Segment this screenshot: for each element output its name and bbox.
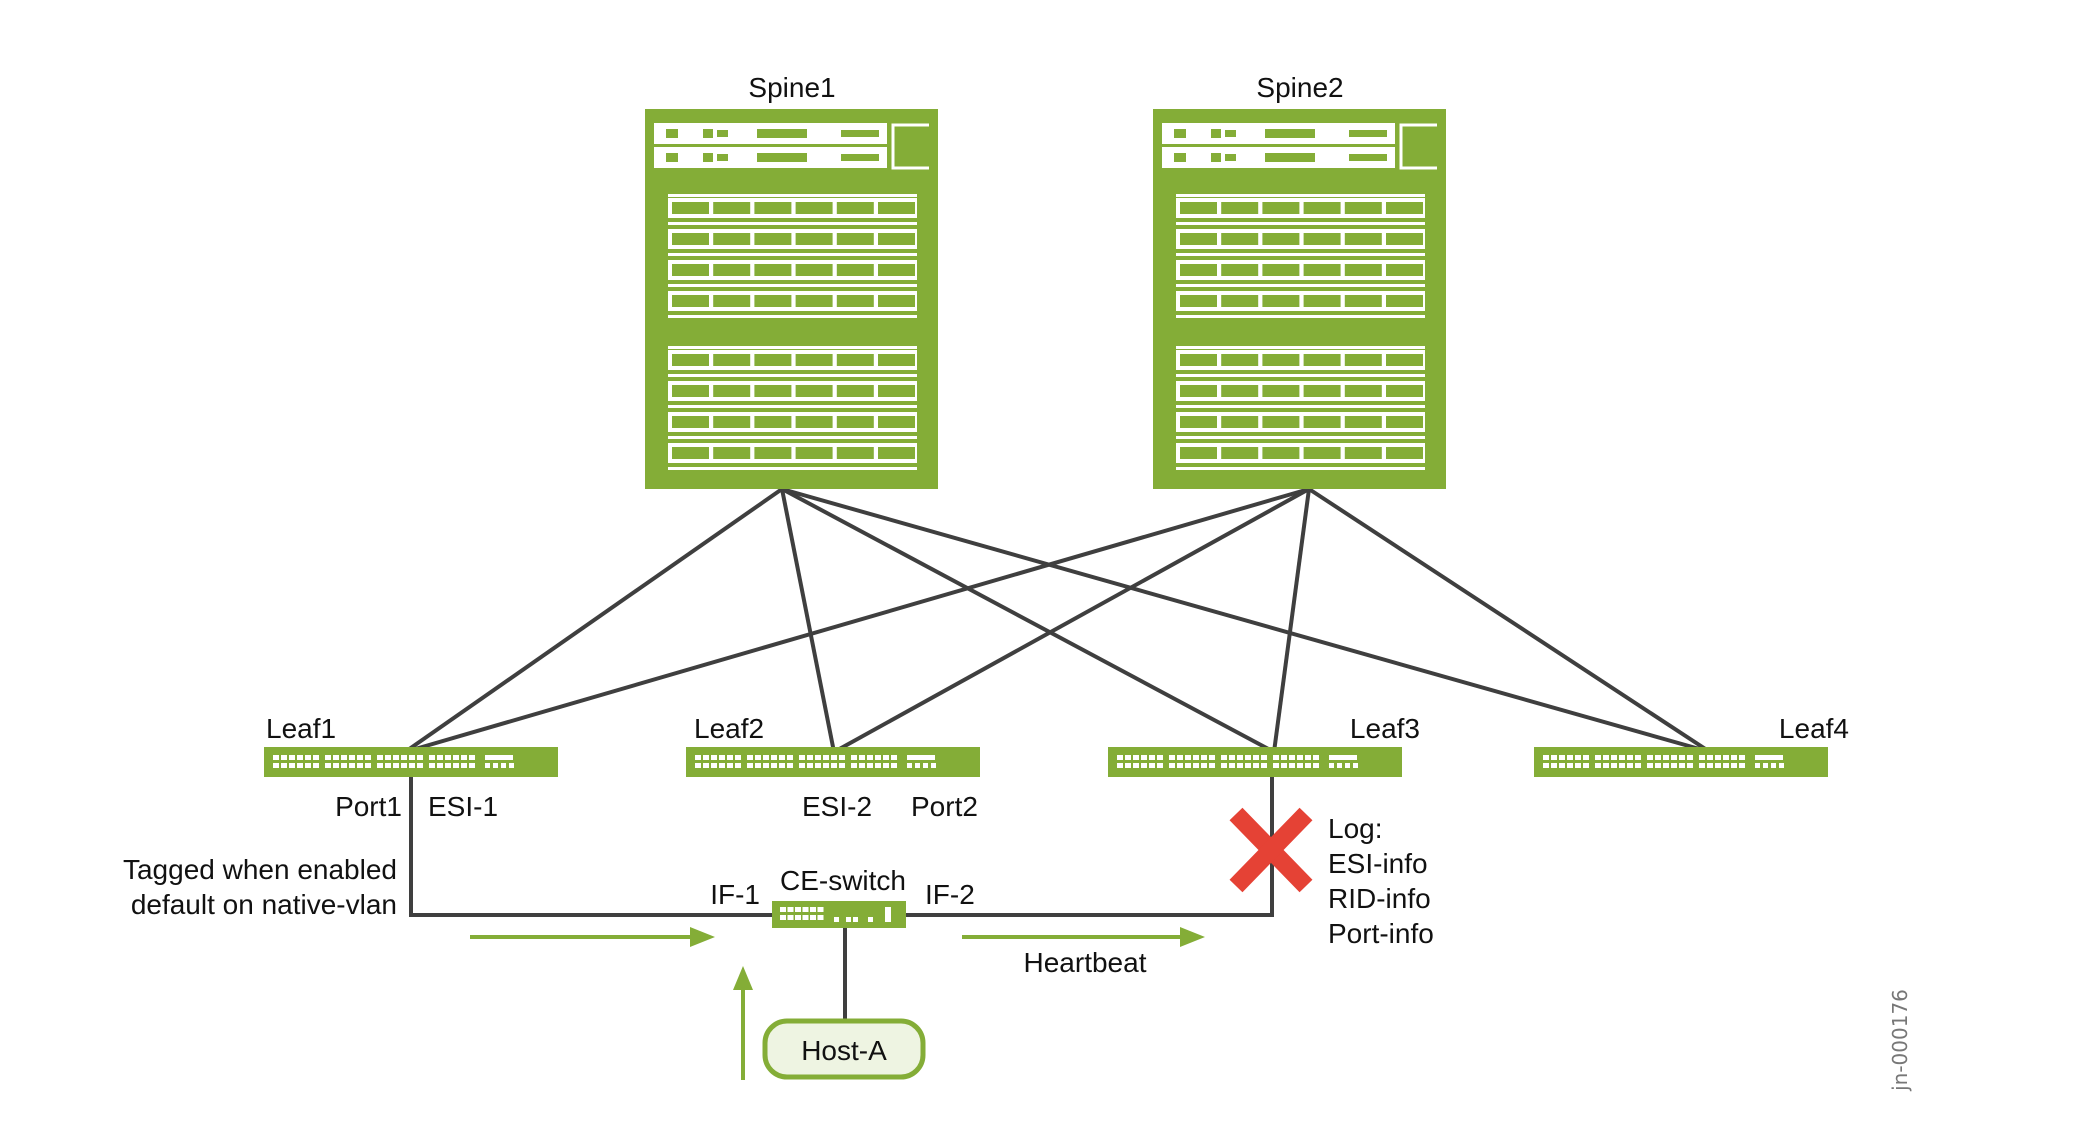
host-a-box [762, 1018, 926, 1080]
annotation-line2: default on native-vlan [131, 889, 397, 920]
leaf3-label: Leaf3 [1350, 713, 1420, 744]
leaf-chassis [264, 747, 558, 777]
leaf1-device [264, 747, 558, 777]
leaf1-esi-label: ESI-1 [428, 791, 498, 822]
arrow-up-icon [733, 966, 753, 1080]
log-line-2: ESI-info [1328, 848, 1428, 879]
link-spine1-leaf2 [780, 488, 836, 753]
craft-interface [1399, 123, 1437, 170]
link-spine2-leaf2 [833, 487, 1310, 754]
heartbeat-arrow-icon [962, 927, 1205, 947]
document-id: jn-000176 [1888, 989, 1912, 1092]
red-x-icon [1229, 807, 1313, 893]
spine2-label: Spine2 [1256, 72, 1343, 103]
link-spine2-leaf4 [1307, 487, 1712, 754]
leaf-chassis [686, 747, 980, 777]
log-line-3: RID-info [1328, 883, 1431, 914]
leaf1-label: Leaf1 [266, 713, 336, 744]
log-line-1: Log: [1328, 813, 1383, 844]
annotation-line1: Tagged when enabled [123, 854, 397, 885]
ce-switch-label: CE-switch [780, 865, 906, 896]
leaf4-device [1534, 747, 1828, 777]
leaf2-esi-label: ESI-2 [802, 791, 872, 822]
leaf2-label: Leaf2 [694, 713, 764, 744]
leaf1-to-ce-link [409, 777, 772, 917]
fabric-links [403, 487, 1712, 754]
ce-switch-chassis [772, 901, 906, 928]
leaf-chassis [1534, 747, 1828, 777]
spine1-device [645, 109, 938, 489]
spine1-label: Spine1 [748, 72, 835, 103]
host-a-label: Host-A [801, 1035, 887, 1066]
link-spine2-leaf1 [404, 487, 1310, 754]
craft-interface [891, 123, 929, 170]
if2-label: IF-2 [925, 879, 975, 910]
leaf2-port-label: Port2 [911, 791, 978, 822]
if1-label: IF-1 [710, 879, 760, 910]
ce-to-leaf3-link [906, 777, 1274, 917]
spine2-device [1153, 109, 1446, 489]
leaf3-device [1108, 747, 1402, 777]
leaf1-port-label: Port1 [335, 791, 402, 822]
leaf2-device [686, 747, 980, 777]
ce-switch-device [772, 901, 906, 928]
link-spine1-leaf3 [781, 487, 1275, 754]
link-spine1-leaf1 [403, 487, 784, 754]
arrow-right-icon [470, 927, 715, 947]
log-line-4: Port-info [1328, 918, 1434, 949]
link-spine1-leaf4 [781, 487, 1711, 754]
heartbeat-label: Heartbeat [1024, 947, 1147, 978]
link-spine2-leaf3 [1272, 488, 1311, 753]
leaf4-label: Leaf4 [1779, 713, 1849, 744]
leaf-chassis [1108, 747, 1402, 777]
